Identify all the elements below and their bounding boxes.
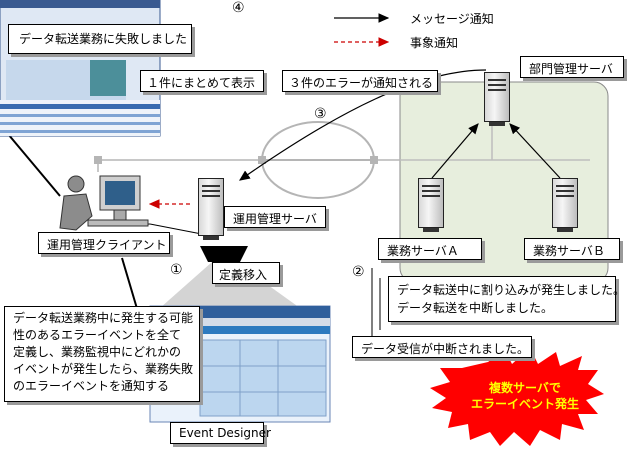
callout-definition: データ転送業務中に発生する可能 性のあるエラーイベントを全て 定義し、業務監視中… <box>4 306 200 402</box>
callout-transfer-failed: データ転送業務に失敗しました <box>8 24 192 54</box>
burst-line-1: 複数サーバで <box>489 381 561 395</box>
server-a-icon <box>418 178 444 232</box>
server-b-icon <box>552 178 578 232</box>
definition-line-5: のエラーイベントを通知する <box>13 379 170 393</box>
step-1: ① <box>170 262 183 278</box>
definition-line-3: 定義し、業務監視中にどれかの <box>13 345 182 359</box>
step-2: ② <box>352 264 365 280</box>
server-a-label: 業務サーバＡ <box>378 238 482 260</box>
event-designer-label: Event Designer <box>170 422 271 444</box>
callout-deploy: 定義移入 <box>212 262 280 284</box>
step-4: ④ <box>232 0 245 16</box>
definition-line-2: 性のあるエラーイベントを全て <box>13 328 182 342</box>
callout-three-errors: ３件のエラーが通知される <box>282 70 438 92</box>
ops-server-icon <box>198 178 224 240</box>
callout-interrupt: データ転送中に割り込みが発生しました。 データ転送を中断しました。 <box>388 276 626 322</box>
interrupt-line-1: データ転送中に割り込みが発生しました。 <box>397 283 626 297</box>
client-label: 運用管理クライアント <box>38 232 170 254</box>
legend-event-label: 事象通知 <box>410 36 459 50</box>
definition-line-1: データ転送業務中に発生する可能 <box>13 311 194 325</box>
deploy-beam <box>160 262 300 308</box>
definition-line-4: イベントが発生したら、業務失敗 <box>13 362 194 376</box>
legend-message-label: メッセージ通知 <box>410 12 494 26</box>
callout-summary: １件にまとめて表示 <box>140 70 264 92</box>
error-burst <box>430 348 604 446</box>
client-figure <box>59 175 149 231</box>
burst-line-2: エラーイベント発生 <box>470 397 579 411</box>
dept-server-icon <box>484 72 510 126</box>
ops-server-label: 運用管理サーバ <box>224 206 326 228</box>
callout-receive-interrupted: データ受信が中断されました。 <box>352 336 532 358</box>
step-3: ③ <box>314 106 327 122</box>
dept-server-label: 部門管理サーバ <box>520 56 624 78</box>
burst-text: 複数サーバで エラーイベント発生 <box>470 380 580 412</box>
interrupt-line-2: データ転送を中断しました。 <box>397 301 554 315</box>
server-b-label: 業務サーバＢ <box>524 238 620 260</box>
